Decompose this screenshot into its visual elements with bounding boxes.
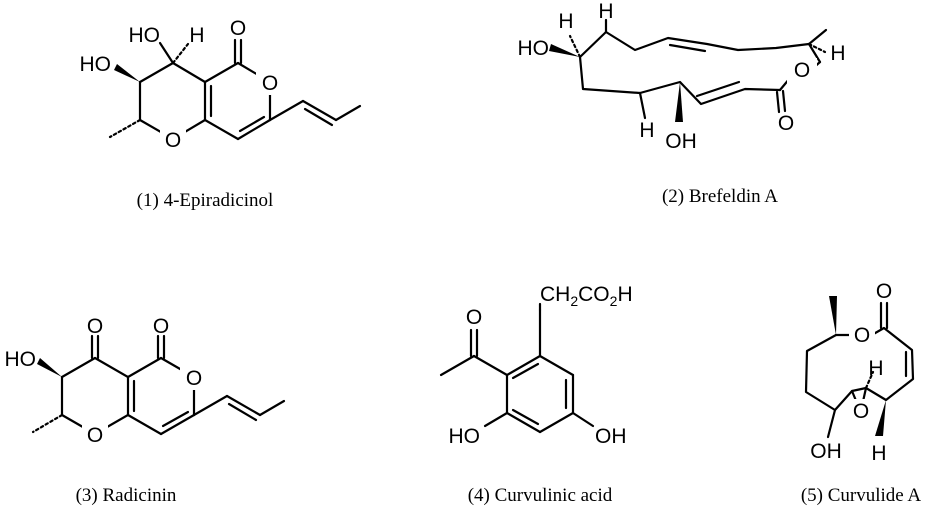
compound-brefeldin-a: O O HO H H H H OH (2) Brefeldin A: [518, 0, 846, 207]
hydroxyl-left-label: HO: [80, 53, 112, 76]
side-chain-label: CH2CO2H: [540, 283, 633, 309]
hydroxyl-left-label: HO: [518, 37, 550, 60]
compound-curvulinic-acid: O CH2CO2H HO OH (4) Curvulinic acid: [439, 283, 633, 506]
stereo-hydrogen-2-label: H: [871, 442, 886, 465]
lactone-oxygen-label: O: [854, 324, 870, 347]
lactone-oxygen-label: O: [794, 59, 810, 82]
hydroxyl-label: HO: [5, 348, 37, 371]
stereo-hydrogen-label: H: [189, 24, 204, 47]
caption-brefeldin-a: (2) Brefeldin A: [662, 186, 778, 207]
ketone-oxygen-label: O: [87, 315, 103, 338]
lactone-oxygen-label: O: [186, 367, 202, 390]
ring-oxygen-label: O: [165, 129, 181, 152]
compound-curvulide-a: O O H O OH H (5) Curvulide A: [801, 280, 922, 506]
compound-radicinin: O O O O HO (3) Radicinin: [5, 315, 286, 506]
carbonyl-oxygen-label: O: [778, 112, 794, 135]
caption-radicinin: (3) Radicinin: [76, 485, 177, 506]
stereo-hydrogen-1-label: H: [868, 357, 883, 380]
caption-4-epiradicinol: (1) 4-Epiradicinol: [137, 190, 274, 211]
hydroxyl-bottom-label: OH: [665, 130, 697, 153]
hydroxyl-top-label: HO: [129, 24, 161, 47]
lactone-oxygen-label: O: [262, 72, 278, 95]
stereo-hydrogen-3-label: H: [639, 119, 654, 142]
epoxide-oxygen-label: O: [853, 400, 869, 423]
compound-4-epiradicinol: O O O HO HO H (1) 4-Epiradicinol: [80, 17, 362, 211]
caption-curvulinic-acid: (4) Curvulinic acid: [468, 485, 613, 506]
acetyl-oxygen-label: O: [466, 306, 482, 329]
hydroxyl-label: OH: [810, 440, 842, 463]
carbonyl-oxygen-label: O: [153, 315, 169, 338]
stereo-hydrogen-4-label: H: [830, 42, 845, 65]
carbonyl-oxygen-label: O: [876, 280, 892, 303]
hydroxyl-left-label: HO: [449, 425, 481, 448]
caption-curvulide-a: (5) Curvulide A: [801, 485, 922, 506]
stereo-hydrogen-2-label: H: [598, 0, 613, 23]
carbonyl-oxygen-label: O: [230, 17, 246, 40]
ring-oxygen-label: O: [87, 424, 103, 447]
hydroxyl-right-label: OH: [595, 425, 627, 448]
stereo-hydrogen-1-label: H: [558, 10, 573, 33]
